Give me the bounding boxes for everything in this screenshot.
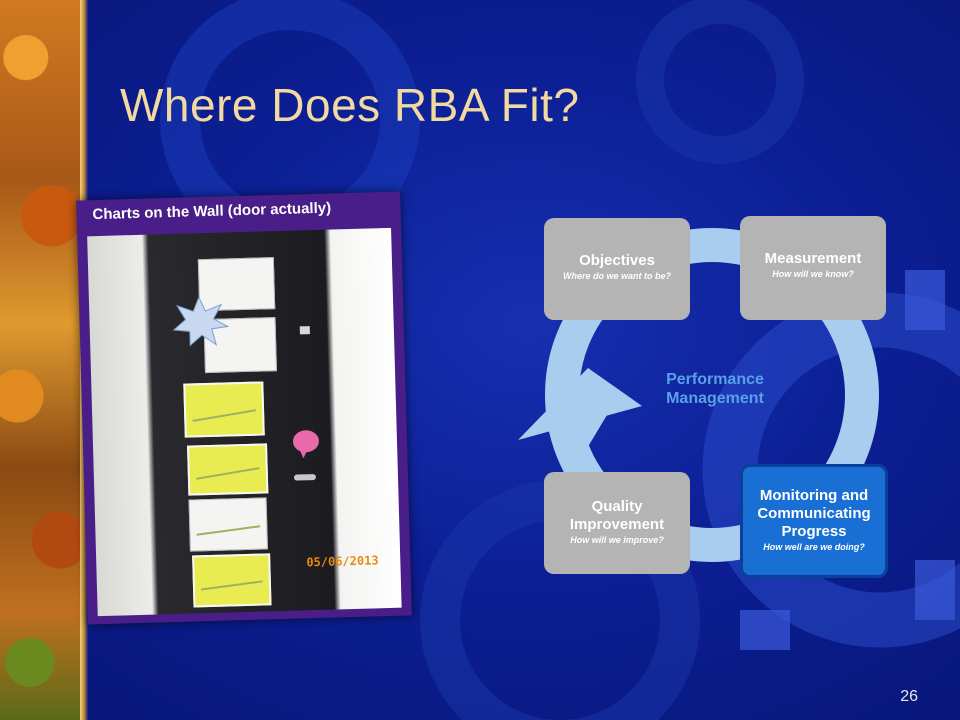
box-title-line: Communicating	[757, 505, 871, 522]
door-photo: Charts on the Wall (door actually)	[76, 191, 412, 625]
quality-improvement-box: Quality Improvement How will we improve?	[544, 472, 690, 574]
objectives-box: Objectives Where do we want to be?	[544, 218, 690, 320]
box-title: Objectives	[579, 252, 655, 269]
pink-sticker	[292, 430, 319, 459]
box-title-line: Monitoring and	[759, 487, 869, 504]
measurement-box: Measurement How will we know?	[740, 216, 886, 320]
box-subtitle: How will we know?	[772, 269, 854, 279]
performance-management-cycle: Objectives Where do we want to be? Measu…	[500, 200, 920, 600]
box-subtitle: Where do we want to be?	[562, 271, 671, 281]
wall-chart	[192, 553, 272, 608]
slide-title: Where Does RBA Fit?	[120, 79, 580, 131]
center-label: Performance Management	[640, 370, 790, 408]
photo-caption: Charts on the Wall (door actually)	[92, 199, 332, 224]
cycle-arrow	[518, 228, 879, 562]
door-sign	[299, 326, 310, 335]
date-stamp: 05/06/2013	[306, 553, 379, 570]
box-subtitle: How well are we doing?	[763, 542, 865, 552]
center-label-line: Management	[666, 390, 764, 407]
box-title-line: Progress	[781, 523, 847, 540]
page-number: 26	[900, 688, 918, 705]
center-label-line: Performance	[666, 371, 764, 388]
door-handle	[293, 474, 317, 481]
photo-image: 05/06/2013	[87, 227, 402, 617]
monitoring-box: Monitoring and Communicating Progress Ho…	[740, 464, 888, 578]
starburst-sticker	[172, 295, 230, 347]
wall-chart	[187, 443, 269, 496]
wall-chart	[188, 497, 268, 552]
box-subtitle: How will we improve?	[570, 535, 664, 545]
decorative-gear-strip	[0, 0, 86, 720]
box-title-line: Improvement	[569, 516, 665, 533]
box-title-line: Quality	[591, 498, 643, 515]
wall-chart	[183, 381, 265, 438]
box-title: Measurement	[764, 250, 862, 267]
